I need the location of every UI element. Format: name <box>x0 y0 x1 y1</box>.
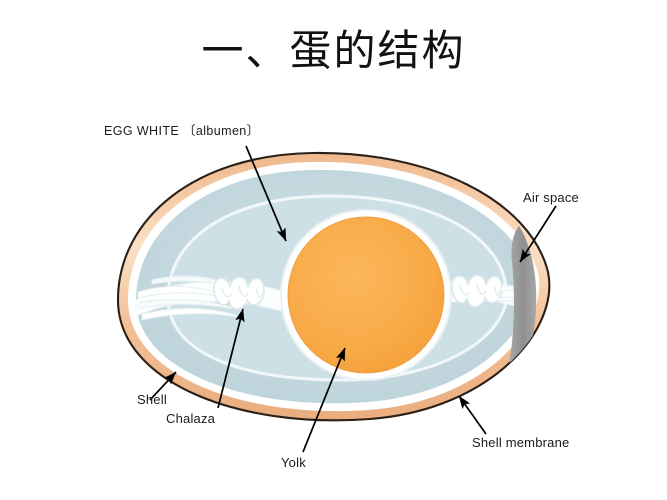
annotation-arrows <box>149 145 557 453</box>
label-shell-membrane: Shell membrane <box>472 435 570 450</box>
arrow-egg-white <box>245 145 287 242</box>
right-chalaza-rope <box>451 274 503 308</box>
egg-body <box>116 151 551 422</box>
page-title: 一、蛋的结构 <box>201 26 466 75</box>
yolk <box>287 216 445 374</box>
arrow-yolk <box>302 347 346 453</box>
arrow-shell <box>149 371 177 401</box>
arrow-shell-membrane <box>458 395 487 435</box>
arrow-chalaza <box>217 308 245 409</box>
arrow-air-space <box>519 205 557 263</box>
label-air-space: Air space <box>523 190 579 205</box>
label-egg-white: EGG WHITE 〔albumen〕 <box>104 124 260 138</box>
label-chalaza: Chalaza <box>166 411 216 426</box>
label-yolk: Yolk <box>281 455 306 470</box>
left-chalaza-rope <box>213 276 265 310</box>
label-shell: Shell <box>137 392 167 407</box>
